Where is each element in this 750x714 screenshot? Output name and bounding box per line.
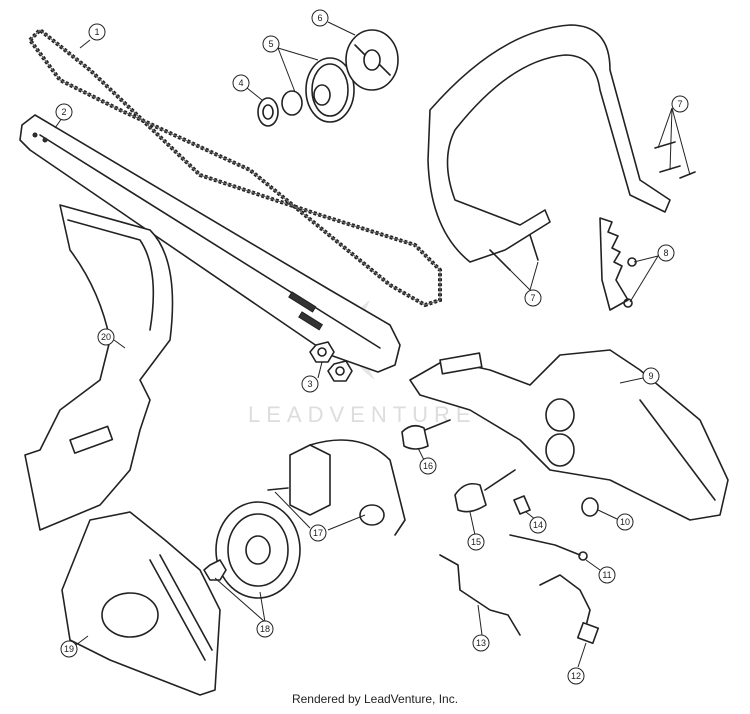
callout-12: 12 (567, 642, 587, 685)
callout-7-bottom: 7 (509, 261, 542, 307)
svg-text:7: 7 (530, 293, 535, 303)
callout-1: 1 (79, 23, 106, 49)
clutch-drum (281, 57, 355, 123)
bar-nuts (309, 341, 353, 382)
fuel-filter (581, 497, 599, 517)
stop-switch-wire (509, 534, 588, 561)
clutch-cover (345, 29, 399, 91)
svg-text:16: 16 (423, 461, 433, 471)
svg-text:10: 10 (620, 517, 630, 527)
front-handle (427, 24, 696, 271)
svg-text:15: 15 (471, 537, 481, 547)
callout-6: 6 (311, 9, 356, 36)
svg-text:18: 18 (260, 624, 270, 634)
svg-text:13: 13 (476, 638, 486, 648)
svg-text:1: 1 (94, 27, 99, 37)
svg-text:20: 20 (101, 332, 111, 342)
callout-19: 19 (60, 635, 89, 658)
svg-text:8: 8 (663, 248, 668, 258)
guide-bar (19, 114, 401, 373)
callout-13: 13 (472, 604, 490, 652)
saw-chain (27, 27, 442, 308)
fuel-cap (454, 469, 516, 513)
svg-text:6: 6 (317, 13, 322, 23)
ignition-module (267, 439, 406, 536)
callout-18: 18 (214, 577, 274, 638)
svg-text:3: 3 (307, 379, 312, 389)
callout-7-top: 7 (657, 95, 691, 176)
throttle-rod (439, 554, 521, 636)
svg-text:14: 14 (533, 520, 543, 530)
engine-housing (409, 349, 729, 521)
callout-5: 5 (262, 35, 319, 93)
needle-bearing (257, 97, 279, 127)
svg-text:11: 11 (602, 570, 611, 580)
oil-cap (401, 419, 451, 450)
svg-text:5: 5 (268, 39, 273, 49)
bumper-spike (599, 217, 637, 311)
oil-filter (513, 495, 531, 515)
chain-brake-cover (24, 204, 174, 531)
flywheel (203, 501, 301, 599)
stop-switch (539, 574, 600, 645)
svg-text:12: 12 (571, 671, 581, 681)
starter-housing (61, 511, 221, 696)
callout-9: 9 (619, 367, 660, 385)
svg-text:LEADVENTURE: LEADVENTURE (248, 402, 477, 427)
callout-20: 20 (97, 328, 126, 349)
footer-credit: Rendered by LeadVenture, Inc. (291, 692, 459, 706)
callout-3: 3 (301, 361, 323, 393)
callout-11: 11 (585, 559, 616, 584)
callout-8: 8 (629, 244, 675, 303)
callout-17: 17 (274, 491, 366, 542)
svg-text:17: 17 (313, 528, 323, 538)
callout-2: 2 (54, 103, 73, 129)
callout-4: 4 (232, 74, 263, 101)
callout-10: 10 (597, 509, 634, 531)
svg-text:2: 2 (61, 107, 66, 117)
callout-16: 16 (417, 447, 437, 475)
svg-text:19: 19 (64, 644, 74, 654)
svg-text:4: 4 (238, 78, 243, 88)
svg-text:9: 9 (648, 371, 653, 381)
callout-15: 15 (467, 511, 485, 551)
callout-14: 14 (525, 511, 547, 534)
svg-text:7: 7 (677, 99, 682, 109)
